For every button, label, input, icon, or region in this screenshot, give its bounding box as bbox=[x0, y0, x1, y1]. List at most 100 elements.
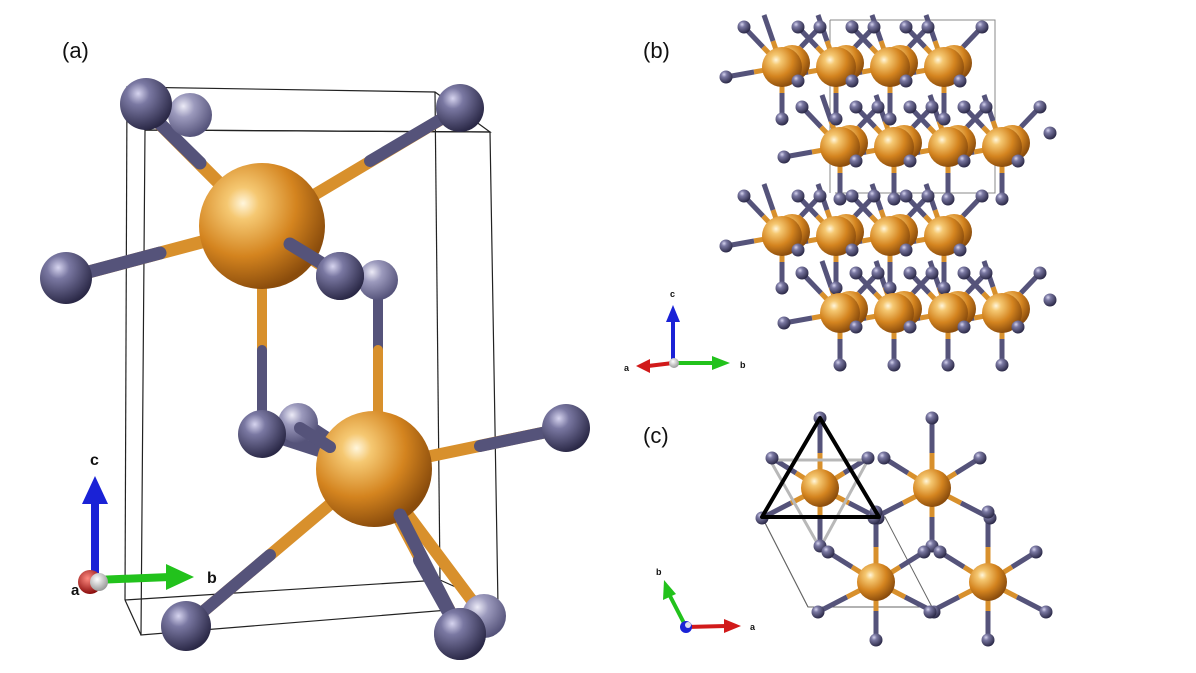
metal-atom bbox=[924, 216, 964, 256]
panel-label-c: (c) bbox=[643, 423, 669, 448]
metal-atoms bbox=[199, 163, 486, 660]
metal-atom bbox=[816, 47, 856, 87]
nonmetal-atom bbox=[883, 281, 897, 295]
nonmetal-atom bbox=[953, 243, 967, 257]
axis-label-b: b bbox=[740, 360, 746, 370]
nonmetal-atom bbox=[775, 112, 789, 126]
metal-atom bbox=[928, 293, 968, 333]
nonmetal-atom bbox=[833, 358, 847, 372]
nonmetal-atom bbox=[795, 266, 809, 280]
metal-atom bbox=[982, 293, 1022, 333]
nonmetal-atoms bbox=[40, 78, 590, 660]
outer-triangle bbox=[760, 416, 881, 519]
bond bbox=[761, 14, 776, 42]
nonmetal-atom bbox=[995, 358, 1009, 372]
nonmetal-atom bbox=[1039, 605, 1053, 619]
bond bbox=[819, 260, 834, 288]
nonmetal-atom bbox=[765, 451, 779, 465]
nonmetal-atom bbox=[791, 189, 805, 203]
nonmetal-atom bbox=[995, 192, 1009, 206]
nonmetal-atom bbox=[923, 605, 937, 619]
nonmetal-atom bbox=[871, 266, 885, 280]
nonmetal-atom bbox=[925, 266, 939, 280]
nonmetal-atom bbox=[979, 100, 993, 114]
nonmetal-atom bbox=[883, 112, 897, 126]
panel-label-a: (a) bbox=[62, 38, 89, 63]
axis-label-a: a bbox=[71, 582, 80, 599]
metal-atom bbox=[857, 563, 895, 601]
nonmetal-atom bbox=[953, 74, 967, 88]
nonmetal-atom bbox=[849, 266, 863, 280]
metal-atom bbox=[913, 469, 951, 507]
nonmetal-atom bbox=[1033, 266, 1047, 280]
nonmetal-atom bbox=[849, 100, 863, 114]
nonmetal-atom bbox=[845, 74, 859, 88]
nonmetal-atom bbox=[925, 100, 939, 114]
panel-a-unit-cell: c b a bbox=[40, 78, 590, 660]
nonmetal-atom bbox=[903, 154, 917, 168]
metal-atom bbox=[870, 47, 910, 87]
atoms-c bbox=[755, 411, 1053, 647]
nonmetal-atom bbox=[941, 358, 955, 372]
nonmetal-atom bbox=[795, 100, 809, 114]
metal-atom bbox=[870, 216, 910, 256]
nonmetal-atom bbox=[845, 189, 859, 203]
metal-atom bbox=[820, 293, 860, 333]
nonmetal-atom bbox=[775, 281, 789, 295]
nonmetal-atom bbox=[903, 320, 917, 334]
inner-triangle bbox=[767, 458, 871, 552]
metal-atom bbox=[816, 216, 856, 256]
nonmetal-atom bbox=[899, 189, 913, 203]
metal-atom bbox=[801, 469, 839, 507]
metal-atom bbox=[982, 127, 1022, 167]
axes-triad-b: c b a bbox=[624, 289, 746, 373]
nonmetal-atom bbox=[871, 100, 885, 114]
nonmetal-atom bbox=[975, 20, 989, 34]
nonmetal-atom bbox=[921, 189, 935, 203]
metal-atom bbox=[969, 563, 1007, 601]
nonmetal-atom bbox=[845, 243, 859, 257]
nonmetal-atom bbox=[813, 189, 827, 203]
metal-atom bbox=[874, 293, 914, 333]
nonmetal-atom bbox=[777, 150, 791, 164]
axis-label-c: c bbox=[670, 289, 675, 299]
axes-triad-a: c b a bbox=[71, 452, 217, 599]
nonmetal-atom bbox=[957, 100, 971, 114]
nonmetal-atom bbox=[1043, 126, 1057, 140]
nonmetal-atom bbox=[833, 192, 847, 206]
nonmetal-atom bbox=[981, 505, 995, 519]
nonmetal-atom bbox=[1011, 154, 1025, 168]
axes-triad-c: b a bbox=[656, 567, 756, 633]
nonmetal-atom bbox=[849, 154, 863, 168]
nonmetal-atom bbox=[791, 74, 805, 88]
nonmetal-atom bbox=[811, 605, 825, 619]
metal-atom bbox=[762, 216, 802, 256]
atoms-b bbox=[719, 20, 1057, 372]
axis-label-a: a bbox=[750, 622, 756, 632]
nonmetal-atom bbox=[903, 100, 917, 114]
panel-label-b: (b) bbox=[643, 38, 670, 63]
metal-atom bbox=[924, 47, 964, 87]
nonmetal-atom bbox=[867, 189, 881, 203]
nonmetal-atom bbox=[887, 192, 901, 206]
nonmetal-atom bbox=[957, 154, 971, 168]
nonmetal-atom bbox=[877, 451, 891, 465]
nonmetal-atom bbox=[903, 266, 917, 280]
nonmetal-atom bbox=[829, 281, 843, 295]
nonmetal-atom bbox=[973, 451, 987, 465]
nonmetal-atom bbox=[1029, 545, 1043, 559]
metal-atom bbox=[820, 127, 860, 167]
panel-b-supercell-side-view: c b a bbox=[624, 14, 1057, 373]
nonmetal-atom bbox=[869, 633, 883, 647]
nonmetal-atom bbox=[719, 239, 733, 253]
nonmetal-atom bbox=[719, 70, 733, 84]
nonmetal-atom bbox=[849, 320, 863, 334]
metal-atom bbox=[874, 127, 914, 167]
nonmetal-atom bbox=[867, 20, 881, 34]
axis-label-b: b bbox=[656, 567, 662, 577]
nonmetal-atom bbox=[737, 20, 751, 34]
metal-atom bbox=[928, 127, 968, 167]
nonmetal-atom bbox=[899, 20, 913, 34]
nonmetal-atom bbox=[737, 189, 751, 203]
